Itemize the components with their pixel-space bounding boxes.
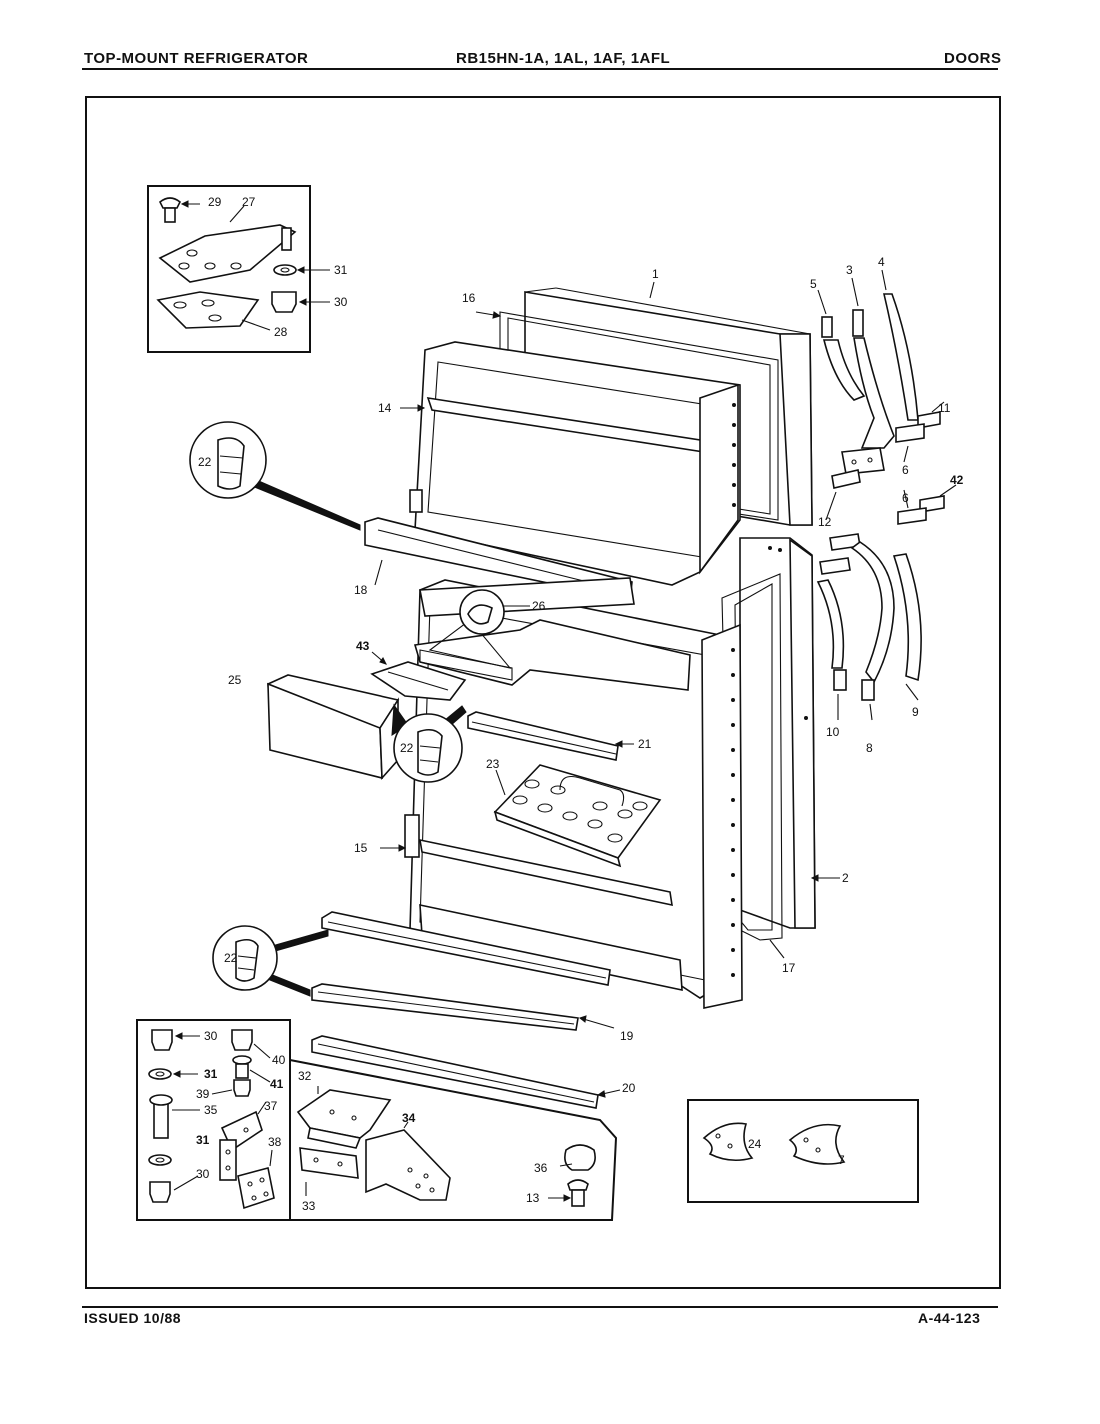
label-9: 9 [912, 705, 919, 719]
label-5: 5 [810, 277, 817, 291]
header-model: RB15HN-1A, 1AL, 1AF, 1AFL [456, 50, 671, 67]
label-27: 27 [242, 195, 256, 209]
label-30-b: 30 [204, 1029, 218, 1043]
detail-circle-22-upper [189, 421, 361, 531]
label-4: 4 [878, 255, 885, 269]
header-title: TOP-MOUNT REFRIGERATOR [84, 50, 309, 67]
detail-circle-22-middle [393, 705, 467, 783]
detail-circle-26 [428, 589, 530, 669]
handle-parts-lower [816, 533, 922, 701]
label-7: 7 [838, 1153, 845, 1167]
label-33: 33 [302, 1199, 316, 1213]
label-21: 21 [638, 737, 652, 751]
hinge-cover-box [687, 1099, 919, 1203]
label-18: 18 [354, 583, 368, 597]
label-15: 15 [354, 841, 368, 855]
label-30-top: 30 [334, 295, 348, 309]
label-1: 1 [652, 267, 659, 281]
handle-parts-upper [821, 293, 945, 525]
label-24: 24 [748, 1137, 762, 1151]
bottom-hinge-panel [289, 1059, 618, 1221]
label-43: 43 [356, 639, 370, 653]
footer-rule [82, 1306, 998, 1308]
part-43-cover [370, 661, 467, 701]
label-6-a: 6 [902, 463, 909, 477]
fresh-food-top-trim [321, 911, 611, 986]
label-22-c: 22 [224, 951, 238, 965]
label-10: 10 [826, 725, 840, 739]
label-35: 35 [204, 1103, 218, 1117]
label-3: 3 [846, 263, 853, 277]
label-34: 34 [402, 1111, 416, 1125]
part-25-butter-door [267, 674, 409, 781]
label-2: 2 [842, 871, 849, 885]
label-40: 40 [272, 1053, 286, 1067]
header-rule [82, 68, 998, 70]
upper-hinge-box [147, 185, 330, 353]
rail-19 [311, 983, 579, 1031]
fresh-food-door-outer [739, 537, 816, 929]
label-30-c: 30 [196, 1167, 210, 1181]
label-31-top: 31 [334, 263, 348, 277]
rail-20 [311, 1035, 599, 1109]
label-23: 23 [486, 757, 500, 771]
diagram-frame [85, 96, 1001, 1289]
label-19: 19 [620, 1029, 634, 1043]
label-22-a: 22 [198, 455, 212, 469]
label-29: 29 [208, 195, 222, 209]
label-8: 8 [866, 741, 873, 755]
lower-hinge-box [136, 1019, 291, 1221]
footer-code: A-44-123 [918, 1310, 981, 1326]
label-20: 20 [622, 1081, 636, 1095]
label-36: 36 [534, 1161, 548, 1175]
label-22-b: 22 [400, 741, 414, 755]
detail-circle-22-lower [212, 925, 329, 997]
egg-tray-23 [493, 764, 662, 868]
label-17: 17 [782, 961, 796, 975]
label-28: 28 [274, 325, 288, 339]
label-37: 37 [264, 1099, 278, 1113]
freezer-door-liner [409, 341, 741, 586]
label-41: 41 [270, 1077, 284, 1091]
header-section: DOORS [944, 50, 1002, 67]
rail-21 [467, 711, 619, 761]
label-12: 12 [818, 515, 832, 529]
label-11: 11 [938, 401, 951, 415]
label-26: 26 [532, 599, 546, 613]
label-6-b: 6 [902, 491, 909, 505]
label-14: 14 [378, 401, 392, 415]
label-16: 16 [462, 291, 476, 305]
label-32: 32 [298, 1069, 312, 1083]
label-31-b: 31 [204, 1067, 218, 1081]
label-25: 25 [228, 673, 242, 687]
label-31-c: 31 [196, 1133, 210, 1147]
label-13: 13 [526, 1191, 540, 1205]
label-39: 39 [196, 1087, 210, 1101]
label-38: 38 [268, 1135, 282, 1149]
footer-issued: ISSUED 10/88 [84, 1310, 182, 1326]
label-42: 42 [950, 473, 964, 487]
